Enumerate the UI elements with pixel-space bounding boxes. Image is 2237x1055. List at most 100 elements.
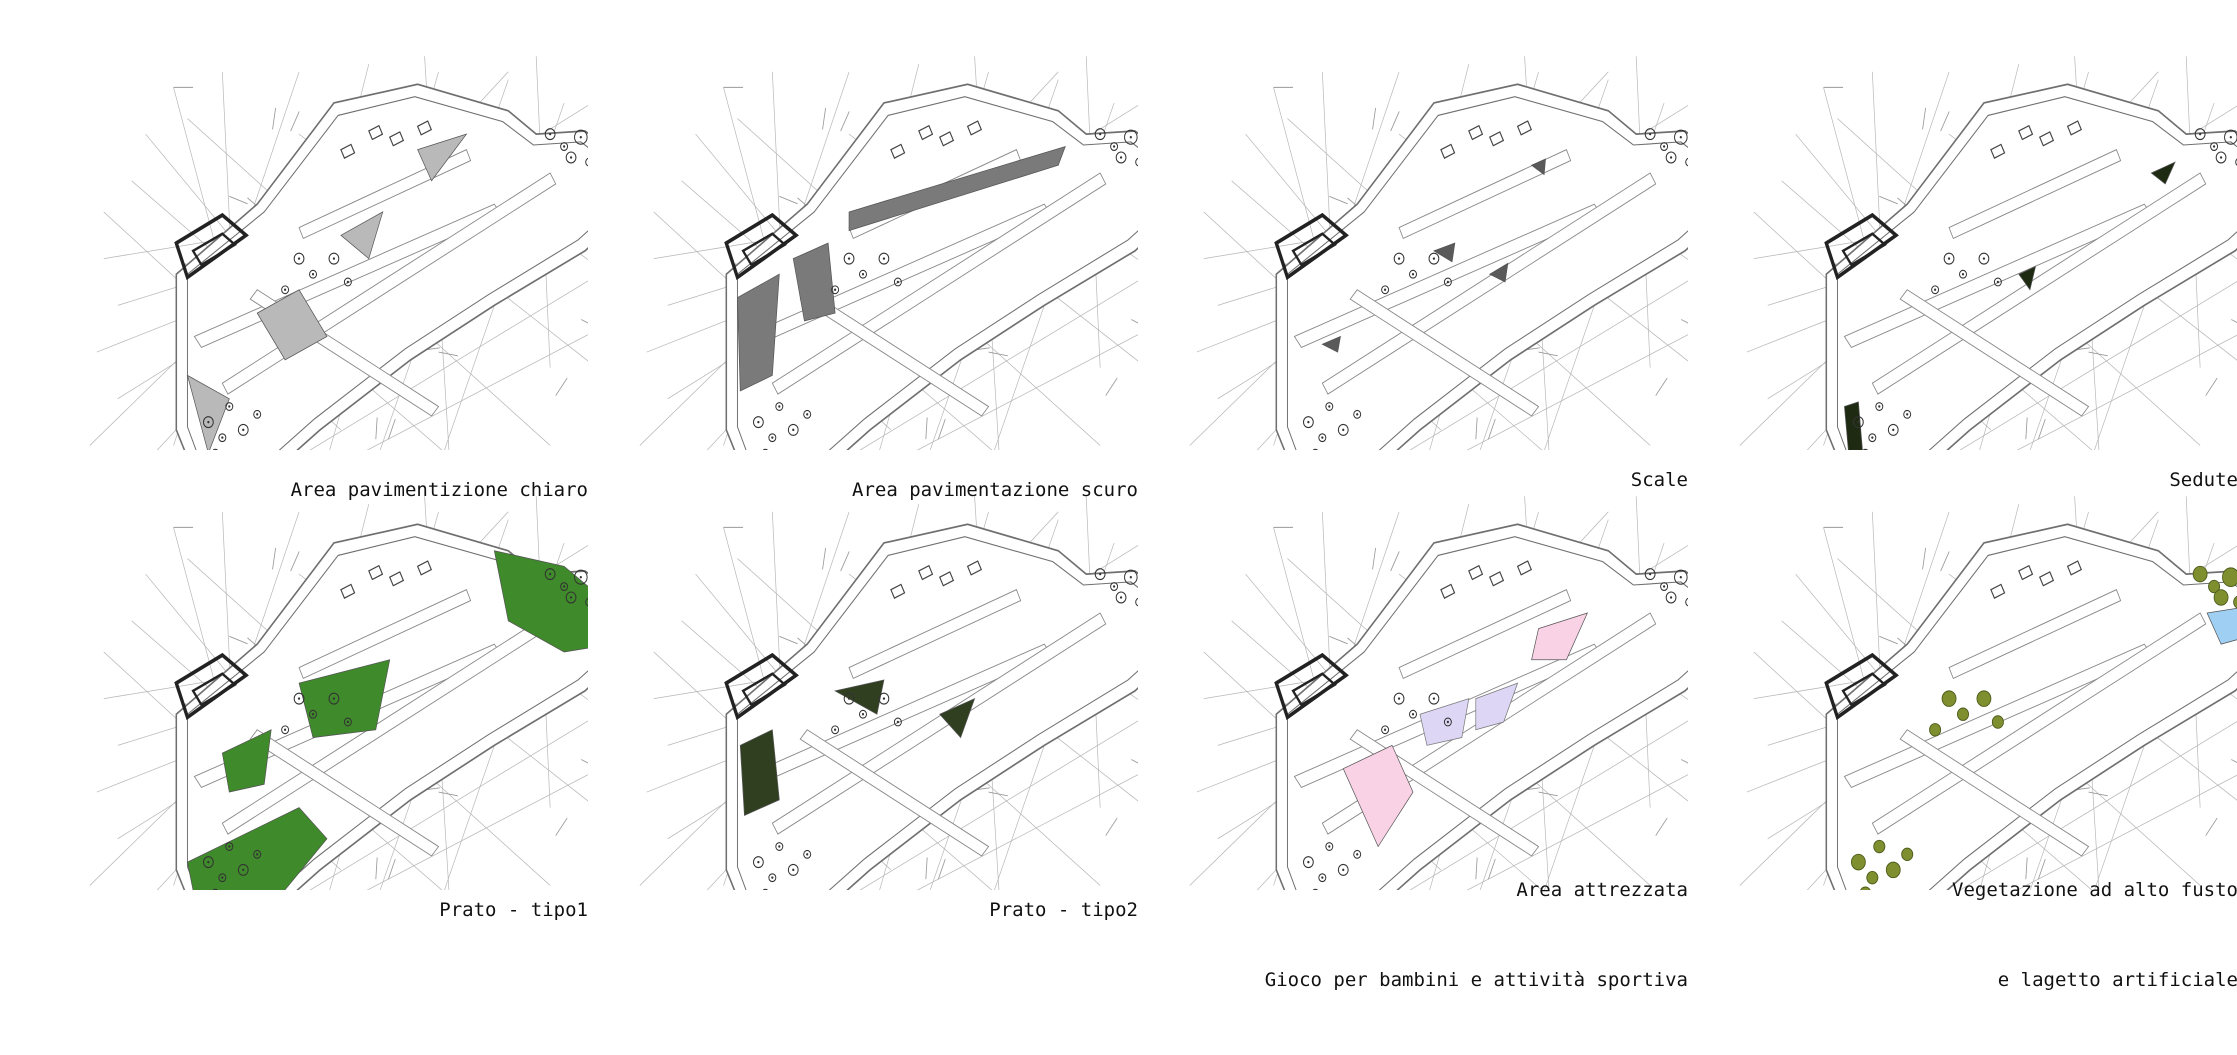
tree-trunk	[1447, 281, 1449, 283]
hatch-mark	[1373, 108, 1376, 130]
tree-trunk	[883, 697, 885, 699]
hatch-mark	[1106, 818, 1117, 836]
tree-trunk	[298, 257, 300, 259]
tree-trunk	[570, 596, 572, 598]
tree-trunk	[284, 729, 286, 731]
hatch-mark	[1131, 759, 1138, 768]
site-plan	[40, 10, 588, 450]
site-plan	[1140, 10, 1688, 450]
tree-trunk	[1342, 429, 1344, 431]
panel-lawn-type1: Prato - tipo1	[40, 450, 588, 890]
site-plan	[590, 450, 1138, 890]
hatch-mark	[229, 636, 247, 643]
tree-trunk	[1948, 257, 1950, 259]
tree-canopy	[1930, 724, 1941, 736]
tree-trunk	[1892, 429, 1894, 431]
tree-trunk	[862, 713, 864, 715]
tree-trunk	[897, 721, 899, 723]
hatch-mark	[1391, 551, 1400, 571]
tree-trunk	[757, 861, 759, 863]
tree-trunk	[1099, 133, 1101, 135]
highlight-zone	[740, 730, 779, 816]
tree-canopy	[1867, 871, 1878, 883]
hatch-mark	[823, 548, 826, 570]
tree-trunk	[1099, 573, 1101, 575]
hatch-mark	[2231, 759, 2237, 768]
tree-trunk	[1433, 697, 1435, 699]
tree-trunk	[333, 257, 335, 259]
hatch-mark	[291, 551, 300, 571]
tree-trunk	[221, 436, 223, 438]
hatch-mark	[2231, 319, 2237, 328]
tree-trunk	[806, 413, 808, 415]
tree-trunk	[284, 289, 286, 291]
hatch-mark	[1539, 792, 1558, 796]
tree-canopy	[2193, 566, 2207, 582]
hatch-mark	[1681, 759, 1688, 768]
tree-trunk	[298, 697, 300, 699]
tree-trunk	[242, 869, 244, 871]
tree-trunk	[549, 573, 551, 575]
tree-trunk	[228, 845, 230, 847]
tree-trunk	[1412, 713, 1414, 715]
tree-trunk	[1120, 596, 1122, 598]
tree-trunk	[1878, 405, 1880, 407]
hatch-mark	[1329, 196, 1347, 203]
plan-drawing	[90, 56, 588, 450]
tree-trunk	[1857, 421, 1859, 423]
tree-trunk	[1663, 585, 1665, 587]
tree-canopy	[1851, 854, 1865, 870]
tree-trunk	[312, 273, 314, 275]
hatch-mark	[841, 551, 850, 571]
tree-canopy	[2214, 590, 2228, 606]
tree-trunk	[570, 156, 572, 158]
tree-trunk	[1384, 729, 1386, 731]
hatch-mark	[1941, 551, 1950, 571]
tree-trunk	[1670, 156, 1672, 158]
tree-trunk	[1321, 436, 1323, 438]
tree-canopy	[1977, 691, 1991, 707]
plan-drawing	[640, 56, 1138, 450]
tree-trunk	[1680, 576, 1682, 578]
tree-trunk	[1447, 721, 1449, 723]
panel-lawn-type2: Prato - tipo2	[590, 450, 1138, 890]
hatch-mark	[1329, 636, 1347, 643]
tree-trunk	[549, 133, 551, 135]
hatch-mark	[1656, 378, 1667, 396]
tree-canopy	[2222, 568, 2237, 587]
tree-trunk	[883, 257, 885, 259]
panel-seating: Sedute	[1690, 10, 2237, 450]
tree-trunk	[771, 436, 773, 438]
tree-trunk	[221, 876, 223, 878]
tree-trunk	[207, 861, 209, 863]
hatch-mark	[1131, 319, 1138, 328]
hatch-mark	[823, 108, 826, 130]
hatch-mark	[1681, 319, 1688, 328]
tree-canopy	[1886, 862, 1900, 878]
plan-drawing	[640, 496, 1138, 890]
hatch-mark	[556, 378, 567, 396]
tree-trunk	[256, 853, 258, 855]
hatch-mark	[273, 548, 276, 570]
tree-trunk	[1906, 413, 1908, 415]
tree-trunk	[1307, 421, 1309, 423]
hatch-mark	[581, 759, 588, 768]
panel-trees-pond: Vegetazione ad alto fusto e lagetto arti…	[1690, 450, 2237, 890]
tree-trunk	[1649, 133, 1651, 135]
tree-trunk	[1934, 289, 1936, 291]
tree-trunk	[228, 405, 230, 407]
tree-trunk	[1120, 156, 1122, 158]
tree-trunk	[792, 869, 794, 871]
tree-trunk	[778, 405, 780, 407]
tree-trunk	[2199, 133, 2201, 135]
tree-canopy	[1942, 691, 1956, 707]
tree-trunk	[897, 281, 899, 283]
hatch-mark	[989, 352, 1008, 356]
hatch-mark	[779, 196, 797, 203]
tree-trunk	[1113, 585, 1115, 587]
tree-trunk	[1962, 273, 1964, 275]
caption-line: Area attrezzata	[1265, 875, 1688, 905]
tree-trunk	[347, 281, 349, 283]
hatch-mark	[556, 818, 567, 836]
tree-trunk	[1356, 413, 1358, 415]
